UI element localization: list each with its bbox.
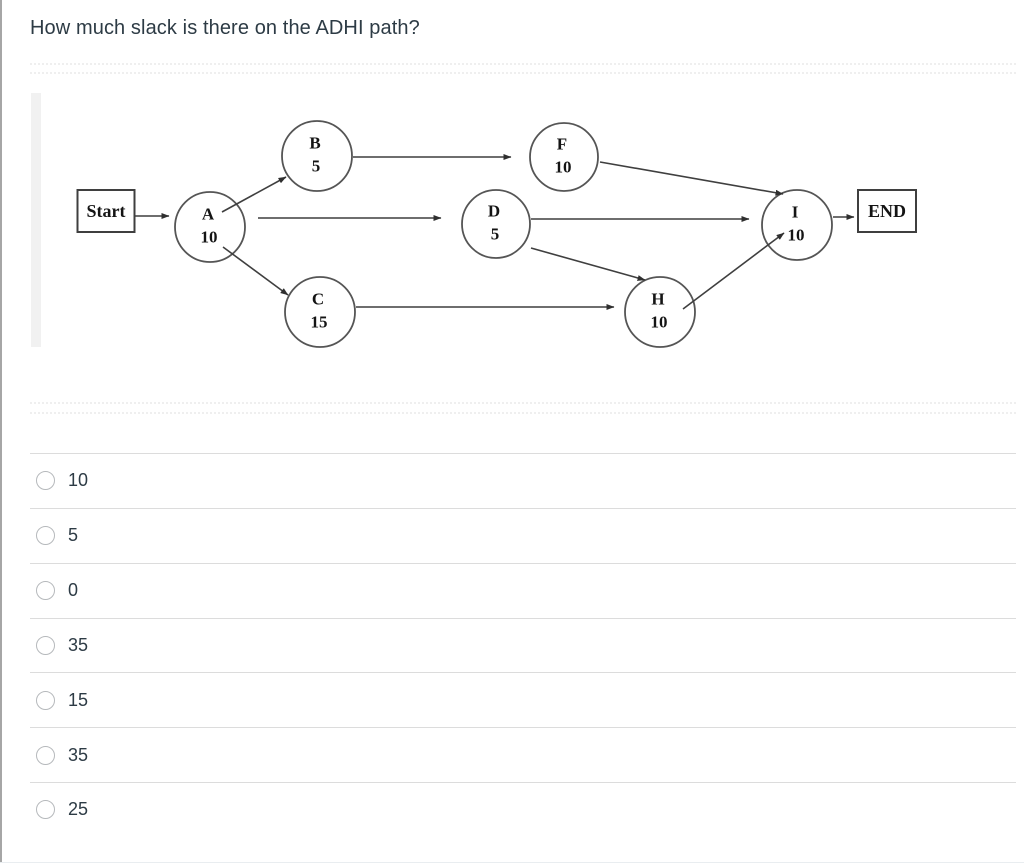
node-label-END: END <box>868 201 906 221</box>
answer-option-label[interactable]: 10 <box>68 470 89 491</box>
answer-option-label[interactable]: 35 <box>68 634 89 655</box>
node-value-I: 10 <box>788 226 805 245</box>
answer-option-label[interactable]: 15 <box>68 689 89 710</box>
node-C <box>284 276 356 348</box>
radio-button-icon[interactable] <box>36 690 55 710</box>
answer-option-label[interactable]: 0 <box>68 580 79 601</box>
answer-option-row[interactable]: 25 <box>30 782 1016 837</box>
edge-A-C <box>222 246 289 296</box>
image-dashed-edge-top-2 <box>30 72 1016 74</box>
node-Start <box>76 189 136 233</box>
node-value-F: 10 <box>555 158 572 177</box>
answer-option-label[interactable]: 35 <box>68 744 89 765</box>
node-label-C: C <box>312 290 324 309</box>
radio-button-icon[interactable] <box>36 526 55 546</box>
radio-button-icon[interactable] <box>36 581 55 601</box>
image-dashed-edge-top-1 <box>30 63 1016 65</box>
answer-option-label[interactable]: 5 <box>68 525 79 546</box>
answer-option-row[interactable]: 35 <box>30 617 1016 673</box>
node-label-Start: Start <box>87 201 126 221</box>
node-label-D: D <box>488 202 500 221</box>
edge-D-H <box>530 247 646 281</box>
node-I <box>761 189 833 261</box>
image-dashed-edge-bottom-1 <box>30 402 1016 404</box>
radio-button-icon[interactable] <box>36 800 55 820</box>
radio-button-icon[interactable] <box>36 635 55 655</box>
page-left-border <box>0 0 2 863</box>
node-value-D: 5 <box>491 225 500 244</box>
answer-option-row[interactable]: 0 <box>30 562 1016 618</box>
node-value-C: 15 <box>311 313 328 332</box>
question-text: How much slack is there on the ADHI path… <box>30 17 420 39</box>
diagram-gray-strip <box>31 93 41 347</box>
edge-H-I <box>682 232 785 310</box>
answer-option-row[interactable]: 10 <box>30 453 1016 508</box>
edge-F-I <box>599 161 784 196</box>
node-D <box>461 189 531 259</box>
node-F <box>529 122 599 192</box>
answer-option-row[interactable]: 15 <box>30 672 1016 728</box>
answer-options: 10 5 0 35 15 35 25 <box>30 453 1016 837</box>
edge-A-B <box>221 176 287 213</box>
node-value-B: 5 <box>312 157 321 176</box>
radio-button-icon[interactable] <box>36 745 55 765</box>
node-label-B: B <box>309 134 320 153</box>
node-label-F: F <box>557 135 567 154</box>
node-END <box>857 189 917 233</box>
node-value-H: 10 <box>651 313 668 332</box>
node-value-A: 10 <box>201 228 218 247</box>
node-label-A: A <box>202 205 215 224</box>
answer-option-row[interactable]: 35 <box>30 727 1016 783</box>
answer-option-label[interactable]: 25 <box>68 799 89 820</box>
image-dashed-edge-bottom-2 <box>30 412 1016 414</box>
answer-option-row[interactable]: 5 <box>30 507 1016 563</box>
radio-button-icon[interactable] <box>36 471 55 491</box>
node-B <box>281 120 353 192</box>
node-H <box>624 276 696 348</box>
node-label-H: H <box>651 290 664 309</box>
node-label-I: I <box>792 203 799 222</box>
